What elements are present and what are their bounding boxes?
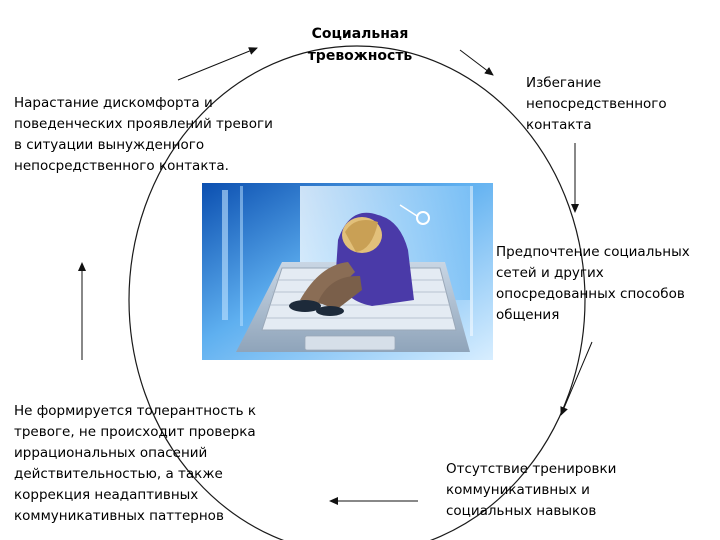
cycle-circle — [128, 45, 586, 540]
node-discomfort-growth: Нарастание дискомфорта и поведенческих п… — [14, 95, 273, 174]
node-lack-of-training: Отсутствие тренировки коммуникативных и … — [446, 461, 617, 519]
arrow-anxiety-to-avoid — [459, 49, 494, 76]
node-preference-social-networks: Предпочтение социальных сетей и других о… — [496, 244, 690, 323]
laptop-girl-illustration — [202, 183, 493, 360]
arrow-pref-to-train — [560, 341, 593, 416]
node-no-tolerance: Не формируется толерантность к тревоге, … — [14, 403, 257, 524]
node-avoidance: Избегание непосредственного контакта — [526, 75, 667, 133]
center-node-social-anxiety: Социальная тревожность — [307, 26, 413, 64]
arrow-growth-to-anxiety — [177, 47, 258, 81]
